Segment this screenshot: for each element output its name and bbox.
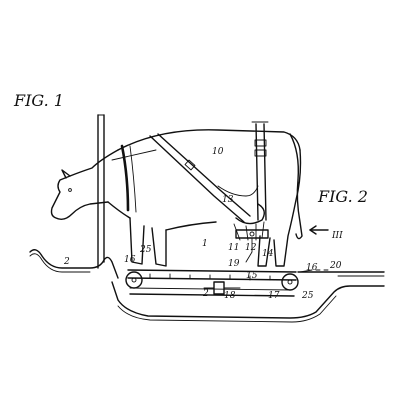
ref-25-left: 25 xyxy=(139,245,152,255)
floor-profile xyxy=(29,249,385,323)
rear-buckle-bottom xyxy=(254,149,267,157)
fig-1-caption: FIG. 1 xyxy=(13,91,64,110)
ref-25-right: 25 xyxy=(301,291,314,301)
ref-16-left: 16 xyxy=(124,255,136,265)
ref-18: 18 xyxy=(224,291,236,301)
right-roller xyxy=(281,273,299,291)
ref-16-right: 16 xyxy=(306,263,318,273)
ref-17: 17 xyxy=(268,291,280,301)
cow-silhouette xyxy=(50,129,303,267)
fig-2-caption: FIG. 2 xyxy=(317,187,368,206)
section-arrow xyxy=(309,225,329,235)
ref-14: 14 xyxy=(262,249,274,259)
ref-15: 15 xyxy=(246,271,258,281)
strap-buckle xyxy=(184,159,196,171)
ref-10: 10 xyxy=(212,147,224,157)
vertical-post xyxy=(97,114,105,269)
rear-buckle-top xyxy=(254,139,267,147)
ref-2-left: 2 xyxy=(63,257,70,267)
ref-12: 12 xyxy=(245,243,257,253)
harness xyxy=(111,121,269,223)
conveyor-platform xyxy=(125,269,329,297)
ref-19: 19 xyxy=(228,259,240,269)
left-roller xyxy=(125,271,143,289)
ref-13: 13 xyxy=(222,195,234,205)
drive-unit xyxy=(213,281,225,295)
ref-11: 11 xyxy=(228,243,239,253)
ref-1: 1 xyxy=(202,239,208,249)
milking-cluster xyxy=(233,221,269,263)
ref-20: 20 xyxy=(329,261,342,271)
ref-III: III xyxy=(331,231,343,241)
ref-2-bottom: 2 xyxy=(202,289,209,299)
